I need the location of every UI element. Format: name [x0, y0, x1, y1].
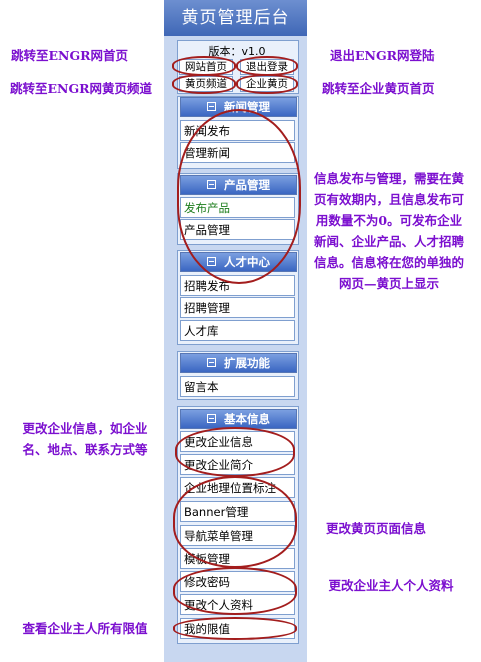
- site-home-button[interactable]: 网站首页: [179, 59, 233, 75]
- menu-item-map-location[interactable]: 企业地理位置标注: [180, 477, 295, 498]
- section-header-talent[interactable]: 人才中心: [180, 252, 297, 272]
- menu-item-company-info[interactable]: 更改企业信息: [180, 431, 295, 452]
- menu-item-product-manage[interactable]: 产品管理: [180, 219, 295, 240]
- section-header-basic-info[interactable]: 基本信息: [180, 409, 297, 429]
- note-personal: 更改企业主人个人资料: [328, 578, 454, 593]
- note-logout: 退出ENGR网登陆: [330, 48, 435, 63]
- collapse-icon: [207, 414, 216, 423]
- menu-item-talent-pool[interactable]: 人才库: [180, 320, 295, 341]
- yellowpage-channel-button[interactable]: 黄页频道: [179, 76, 233, 92]
- menu-item-nav-menu[interactable]: 导航菜单管理: [180, 525, 295, 546]
- menu-item-news-publish[interactable]: 新闻发布: [180, 120, 295, 141]
- menu-item-limits[interactable]: 我的限值: [180, 618, 295, 639]
- section-header-news[interactable]: 新闻管理: [180, 97, 297, 117]
- menu-item-job-manage[interactable]: 招聘管理: [180, 297, 295, 318]
- collapse-icon: [207, 102, 216, 111]
- menu-item-product-publish[interactable]: 发布产品: [180, 197, 295, 218]
- menu-item-company-intro[interactable]: 更改企业简介: [180, 454, 295, 475]
- collapse-icon: [207, 180, 216, 189]
- menu-item-password[interactable]: 修改密码: [180, 571, 295, 592]
- menu-item-template[interactable]: 模板管理: [180, 548, 295, 569]
- menu-item-profile[interactable]: 更改个人资料: [180, 594, 295, 615]
- page-title: 黄页管理后台: [164, 0, 307, 36]
- note-company-info: 更改企业信息，如企业名、地点、联系方式等: [22, 421, 148, 457]
- menu-item-job-publish[interactable]: 招聘发布: [180, 275, 295, 296]
- note-page-info: 更改黄页页面信息: [326, 521, 427, 536]
- collapse-icon: [207, 257, 216, 266]
- section-header-product[interactable]: 产品管理: [180, 175, 297, 195]
- logout-button[interactable]: 退出登录: [240, 59, 294, 75]
- menu-item-news-manage[interactable]: 管理新闻: [180, 142, 295, 163]
- note-home: 跳转至ENGR网首页: [11, 48, 129, 63]
- note-publish: 信息发布与管理，需要在黄页有效期内，且信息发布可用数量不为0。可发布企业新闻、企…: [313, 171, 464, 291]
- note-limits: 查看企业主人所有限值: [22, 621, 148, 636]
- note-company: 跳转至企业黄页首页: [322, 81, 435, 96]
- note-channel: 跳转至ENGR网黄页频道: [9, 81, 153, 96]
- section-header-extension[interactable]: 扩展功能: [180, 353, 297, 373]
- collapse-icon: [207, 358, 216, 367]
- company-page-button[interactable]: 企业黄页: [240, 76, 294, 92]
- menu-item-guestbook[interactable]: 留言本: [180, 376, 295, 397]
- version-label: 版本：v1.0: [208, 45, 266, 58]
- menu-item-banner[interactable]: Banner管理: [180, 501, 295, 522]
